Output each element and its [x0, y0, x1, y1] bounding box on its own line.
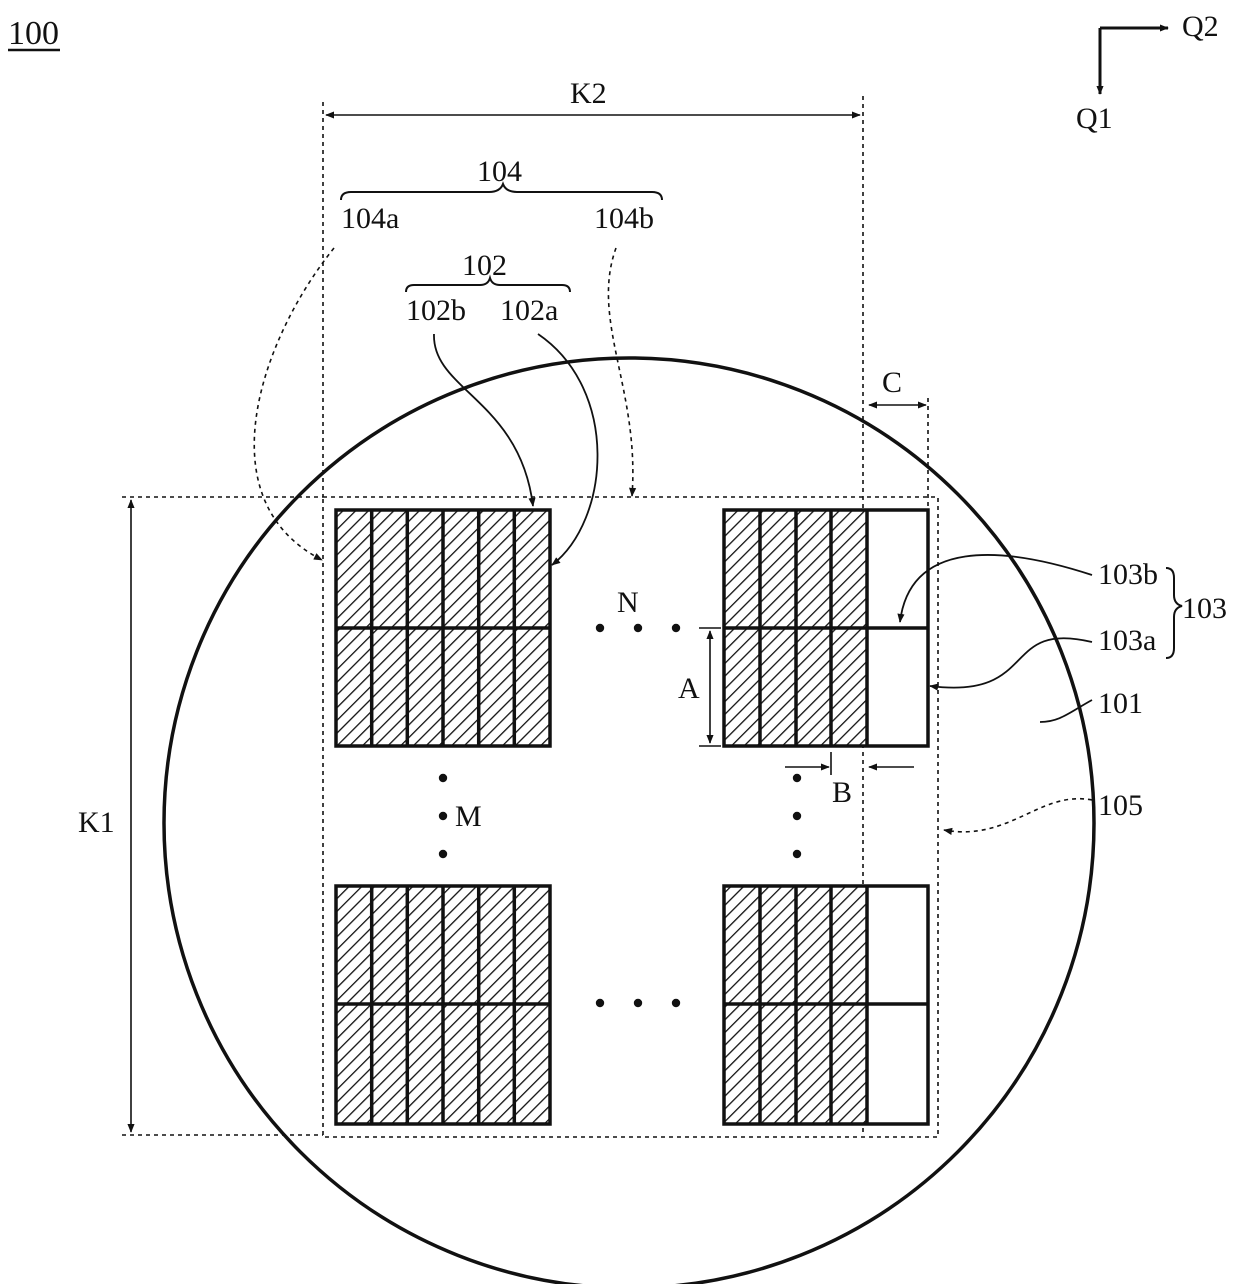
figure-number: 100	[8, 15, 59, 52]
c-label: C	[882, 366, 902, 399]
label-102: 102	[462, 249, 507, 282]
leader-101	[1040, 700, 1092, 722]
label-102b: 102b	[406, 294, 466, 327]
brace-103	[1166, 568, 1182, 658]
label-105: 105	[1098, 789, 1143, 822]
ellipsis-m-dots-left	[439, 774, 447, 858]
die-block-top-right	[724, 510, 928, 746]
leader-105	[944, 799, 1092, 832]
q1-label: Q1	[1076, 102, 1113, 135]
n-label: N	[617, 586, 639, 619]
leader-103a	[930, 638, 1092, 688]
ellipsis-n-dots	[596, 624, 680, 632]
leader-104b	[608, 248, 632, 496]
ellipsis-dots-bottom	[596, 999, 680, 1007]
k1-label: K1	[78, 806, 115, 839]
die-block-top-left	[336, 510, 550, 746]
direction-indicator: Q2 Q1	[1076, 10, 1219, 135]
a-label: A	[678, 672, 700, 705]
label-104: 104	[477, 155, 522, 188]
die-block-bottom-left	[336, 886, 550, 1124]
label-103b: 103b	[1098, 558, 1158, 591]
leader-104a	[254, 248, 334, 560]
q2-label: Q2	[1182, 10, 1219, 43]
label-103a: 103a	[1098, 624, 1156, 657]
k2-label: K2	[570, 77, 607, 110]
m-label: M	[455, 800, 482, 833]
label-102a: 102a	[500, 294, 558, 327]
label-104a: 104a	[341, 202, 399, 235]
label-103: 103	[1182, 592, 1227, 625]
label-104b: 104b	[594, 202, 654, 235]
leader-102b	[434, 334, 533, 506]
die-block-bottom-right	[724, 886, 928, 1124]
b-label: B	[832, 776, 852, 809]
ellipsis-dots-right	[793, 774, 801, 858]
label-101: 101	[1098, 687, 1143, 720]
